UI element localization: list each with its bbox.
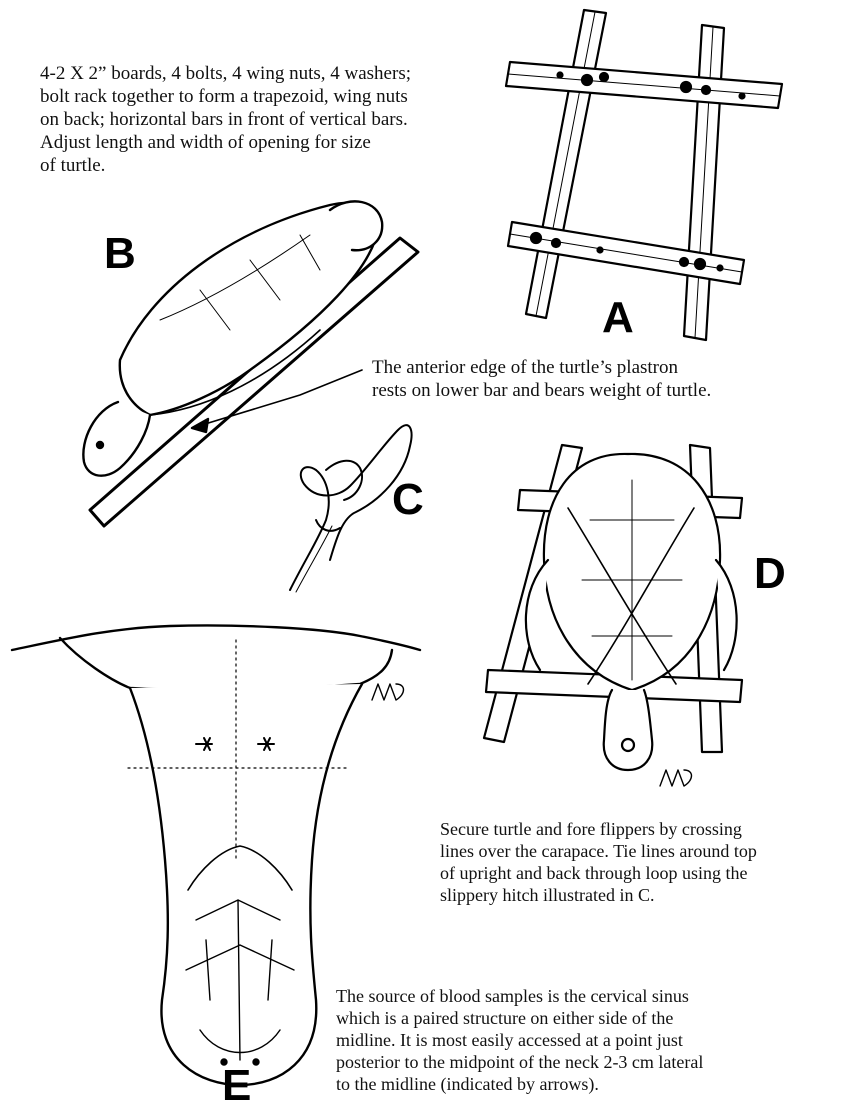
panel-label-d: D [754,552,786,596]
turtle-on-rack-illustration [484,445,742,786]
panel-label-b: B [104,232,136,276]
panel-label-a: A [602,296,634,340]
blood-sample-caption: The source of blood samples is the cervi… [336,985,816,1095]
panel-label-c: C [392,478,424,522]
plastron-caption: The anterior edge of the turtle’s plastr… [372,356,832,402]
rack-illustration [506,10,782,340]
rack-construction-caption: 4-2 X 2” boards, 4 bolts, 4 wing nuts, 4… [40,62,510,177]
securing-turtle-caption: Secure turtle and fore flippers by cross… [440,818,845,906]
panel-label-e: E [222,1064,251,1108]
